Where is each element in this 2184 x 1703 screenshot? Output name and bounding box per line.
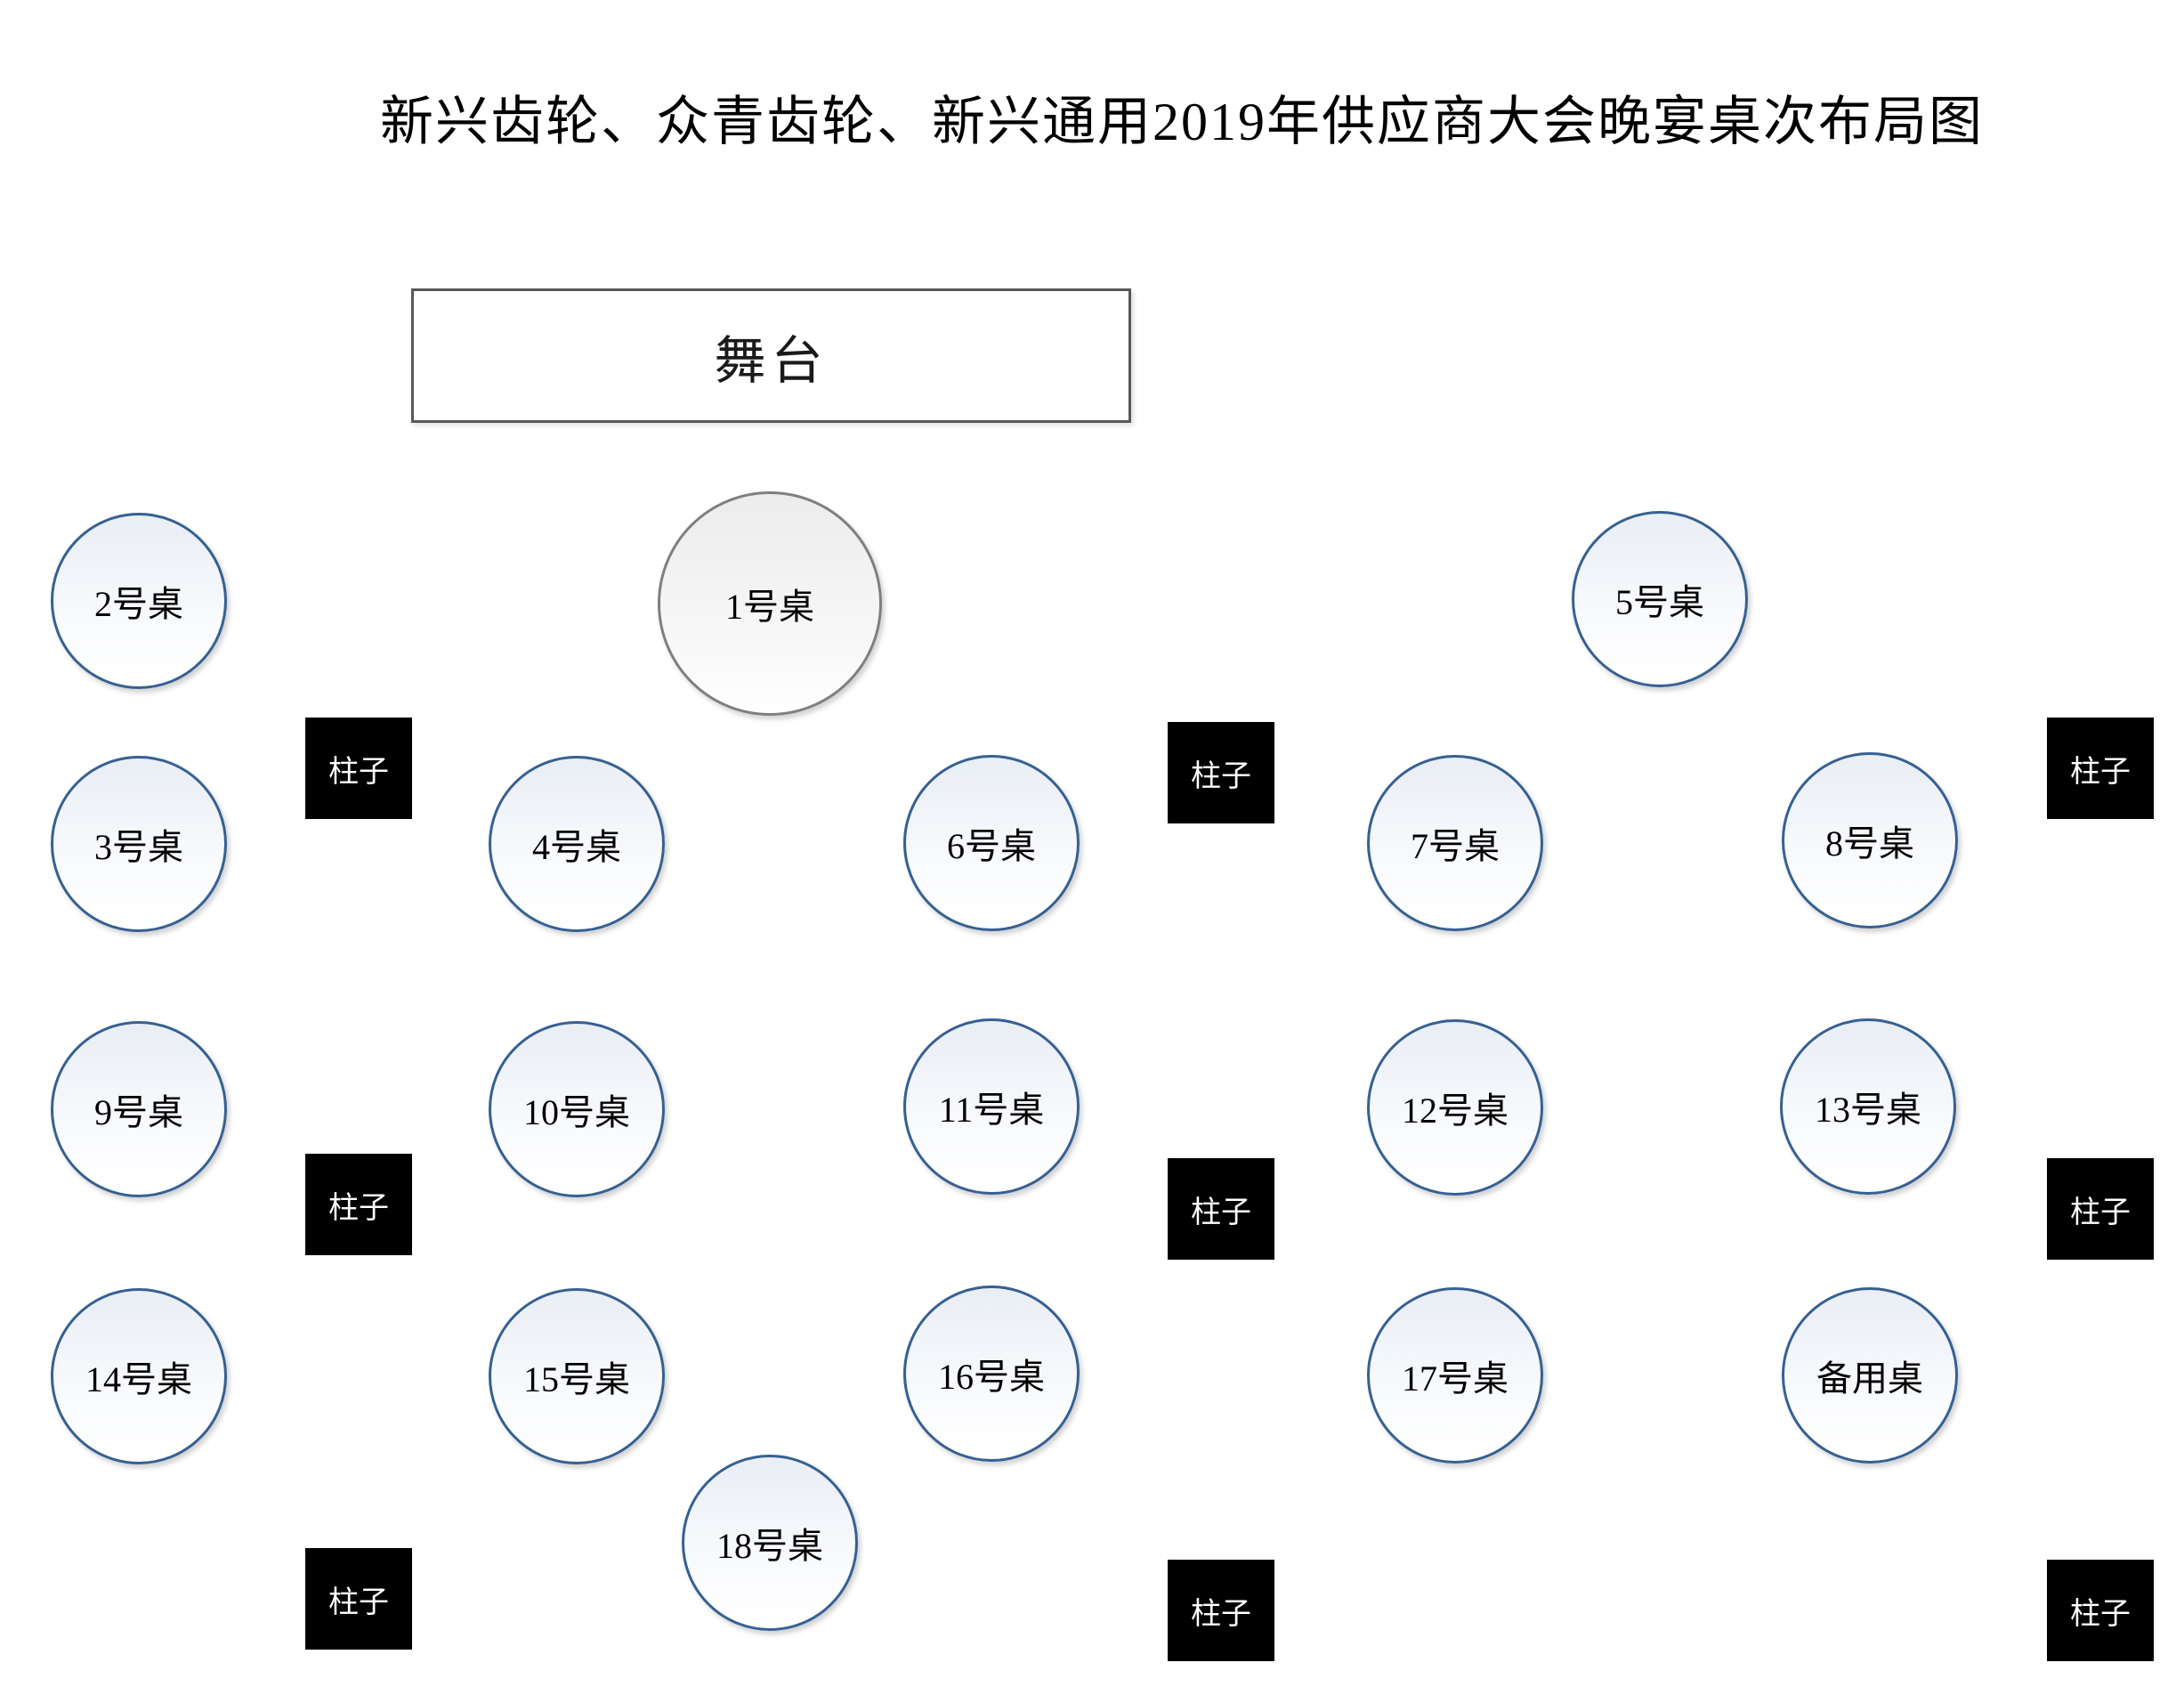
pillar-right-1: 柱子 (2047, 718, 2154, 819)
table-label: 备用桌 (1816, 1358, 1923, 1399)
table-16: 16号桌 (903, 1285, 1080, 1462)
pillar-left-1: 柱子 (305, 718, 412, 819)
table-2: 2号桌 (51, 513, 227, 689)
table-label: 1号桌 (725, 587, 814, 627)
table-spare: 备用桌 (1782, 1287, 1958, 1464)
pillar-label: 柱子 (1191, 759, 1251, 793)
pillar-label: 柱子 (1191, 1196, 1251, 1229)
table-12: 12号桌 (1367, 1019, 1543, 1196)
table-7: 7号桌 (1367, 755, 1543, 931)
pillar-right-2: 柱子 (2047, 1158, 2154, 1260)
table-label: 6号桌 (947, 826, 1036, 866)
table-18: 18号桌 (682, 1455, 858, 1631)
table-label: 7号桌 (1411, 826, 1500, 866)
table-17: 17号桌 (1367, 1287, 1543, 1464)
pillar-label: 柱子 (2070, 1196, 2131, 1229)
table-label: 11号桌 (938, 1090, 1045, 1130)
table-label: 2号桌 (94, 584, 183, 624)
table-6: 6号桌 (903, 755, 1080, 931)
pillar-right-3: 柱子 (2047, 1560, 2154, 1661)
table-label: 16号桌 (938, 1357, 1045, 1397)
table-1: 1号桌 (658, 491, 882, 716)
pillar-label: 柱子 (328, 755, 389, 789)
pillar-label: 柱子 (2070, 755, 2131, 789)
table-11: 11号桌 (903, 1018, 1080, 1195)
table-10: 10号桌 (489, 1021, 665, 1197)
table-5: 5号桌 (1572, 511, 1748, 687)
table-label: 5号桌 (1615, 582, 1704, 622)
pillar-label: 柱子 (328, 1585, 389, 1619)
table-3: 3号桌 (51, 756, 227, 932)
table-label: 13号桌 (1815, 1090, 1921, 1130)
pillar-center-2: 柱子 (1168, 1158, 1274, 1260)
table-label: 9号桌 (94, 1092, 183, 1132)
table-label: 12号桌 (1402, 1091, 1509, 1131)
stage-box: 舞台 (411, 288, 1131, 423)
table-14: 14号桌 (51, 1288, 227, 1464)
table-label: 10号桌 (523, 1092, 630, 1132)
pillar-left-3: 柱子 (305, 1548, 412, 1650)
pillar-label: 柱子 (1191, 1597, 1251, 1631)
pillar-center-1: 柱子 (1168, 722, 1274, 823)
pillar-label: 柱子 (2070, 1597, 2131, 1631)
table-4: 4号桌 (489, 756, 665, 932)
table-label: 8号桌 (1825, 823, 1914, 864)
table-label: 17号桌 (1402, 1358, 1509, 1399)
pillar-label: 柱子 (328, 1191, 389, 1225)
table-13: 13号桌 (1780, 1018, 1956, 1195)
table-9: 9号桌 (51, 1021, 227, 1197)
table-label: 3号桌 (94, 827, 183, 867)
stage-label: 舞台 (714, 331, 829, 390)
table-label: 14号桌 (85, 1359, 192, 1399)
table-label: 15号桌 (523, 1359, 630, 1399)
pillar-left-2: 柱子 (305, 1154, 412, 1255)
pillar-center-3: 柱子 (1168, 1560, 1274, 1661)
page-title: 新兴齿轮、众青齿轮、新兴通用2019年供应商大会晚宴桌次布局图 (380, 93, 1984, 151)
table-label: 18号桌 (716, 1526, 823, 1566)
table-15: 15号桌 (489, 1288, 665, 1464)
table-8: 8号桌 (1782, 752, 1958, 929)
table-label: 4号桌 (532, 827, 621, 867)
